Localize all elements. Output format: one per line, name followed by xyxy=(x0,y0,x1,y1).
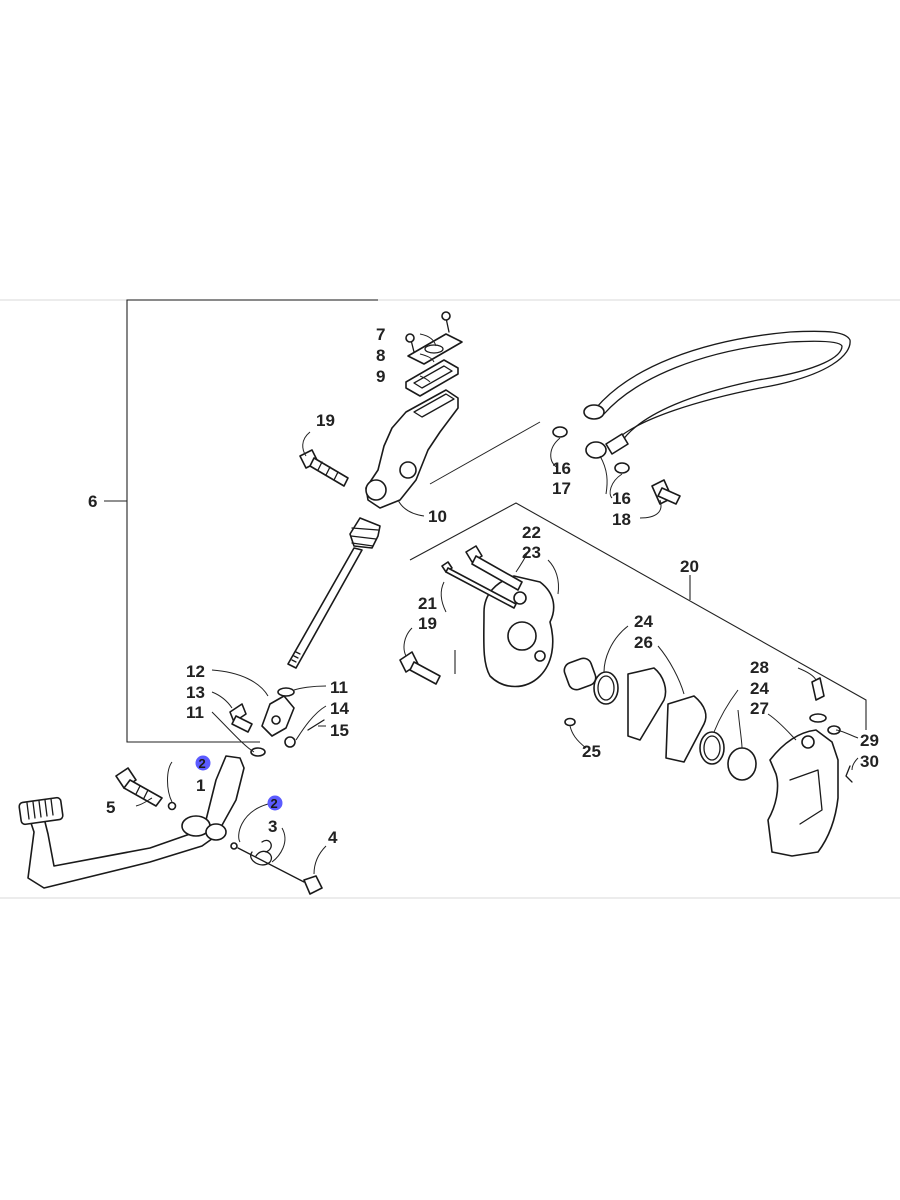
diaphragm-9 xyxy=(405,359,459,397)
callout-13: 13 xyxy=(186,683,205,702)
callout-15: 15 xyxy=(330,721,349,740)
callout-11a: 11 xyxy=(330,678,348,697)
callout-16b: 16 xyxy=(612,489,631,508)
reservoir-cap-8 xyxy=(407,333,463,365)
callout-21: 21 xyxy=(418,594,437,613)
callout-18: 18 xyxy=(612,510,631,529)
bleeder-valve-28 xyxy=(809,677,853,783)
caliper-body-27 xyxy=(767,729,839,857)
clevis-12 xyxy=(229,687,325,757)
push-rod xyxy=(287,547,363,669)
callout-22: 22 xyxy=(522,523,541,542)
callout-30: 30 xyxy=(860,752,879,771)
return-spring-3 xyxy=(230,839,323,895)
callout-2a: 2 xyxy=(199,756,206,771)
callout-19a: 19 xyxy=(316,411,335,430)
callout-16a: 16 xyxy=(552,459,571,478)
highlight-marker-2a xyxy=(195,755,211,771)
brake-line xyxy=(552,330,851,505)
callout-24a: 24 xyxy=(634,612,653,631)
cap-screw-7 xyxy=(405,311,451,353)
callout-24b: 24 xyxy=(750,679,769,698)
callout-19b: 19 xyxy=(418,614,437,633)
callout-14: 14 xyxy=(330,699,349,718)
callout-17: 17 xyxy=(552,479,571,498)
callout-25: 25 xyxy=(582,742,601,761)
callout-1: 1 xyxy=(196,776,205,795)
pivot-bolt-5 xyxy=(115,767,177,811)
callout-9: 9 xyxy=(376,367,385,386)
assembly-20-bracket xyxy=(409,502,867,730)
master-cylinder xyxy=(287,311,463,669)
callout-2b: 2 xyxy=(271,796,278,811)
callout-27: 27 xyxy=(750,699,769,718)
assembly-6-bracket xyxy=(126,299,378,743)
callout-8: 8 xyxy=(376,346,385,365)
callout-28: 28 xyxy=(750,658,769,677)
brake-pedal xyxy=(18,755,245,889)
callout-29: 29 xyxy=(860,731,879,750)
callout-11b: 11 xyxy=(186,703,204,722)
callout-23: 23 xyxy=(522,543,541,562)
bolt-19-upper xyxy=(299,449,349,487)
master-cylinder-body-10 xyxy=(365,389,459,509)
caliper-pistons-pads xyxy=(563,657,757,781)
callout-10: 10 xyxy=(428,507,447,526)
highlight-marker-2b xyxy=(267,795,283,811)
callout-6: 6 xyxy=(88,492,97,511)
callout-12: 12 xyxy=(186,662,205,681)
callout-5: 5 xyxy=(106,798,115,817)
callout-26: 26 xyxy=(634,633,653,652)
callout-7: 7 xyxy=(376,325,385,344)
bolt-19-lower xyxy=(399,651,441,685)
callout-20: 20 xyxy=(680,557,699,576)
caliper-bracket-23 xyxy=(441,545,555,688)
callout-4: 4 xyxy=(328,828,338,847)
callout-3: 3 xyxy=(268,817,277,836)
